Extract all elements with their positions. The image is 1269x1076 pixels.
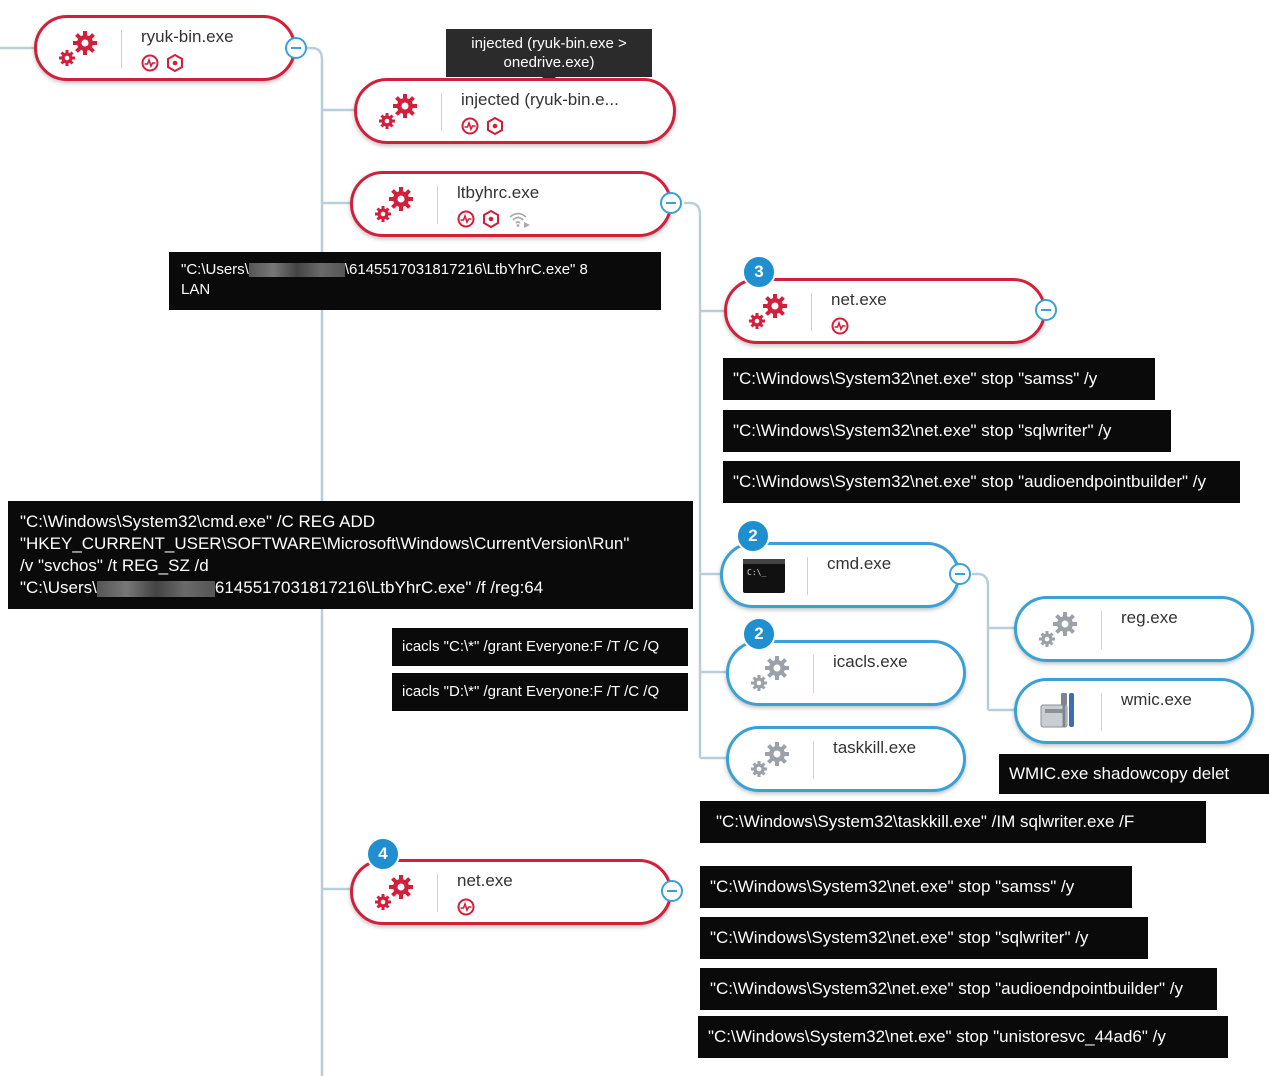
wifi-icon — [509, 212, 530, 228]
process-name: injected (ryuk-bin.e... — [461, 90, 619, 109]
icacls-command-line: icacls "C:\*" /grant Everyone:F /T /C /Q — [392, 628, 688, 666]
node-badges — [141, 52, 184, 74]
tools-icon — [1033, 689, 1083, 733]
process-name: cmd.exe — [827, 554, 892, 573]
process-node-cmd-exe[interactable]: C:\_ cmd.exe — [720, 542, 960, 608]
instance-count-badge: 2 — [736, 519, 770, 553]
process-name: wmic.exe — [1121, 690, 1192, 709]
redacted-username — [248, 263, 345, 278]
activity-icon — [141, 54, 159, 72]
node-separator — [811, 293, 812, 331]
collapse-toggle-net-exe[interactable] — [1035, 299, 1057, 321]
shield-icon — [167, 54, 183, 72]
command-text: "C:\Users\ — [181, 261, 249, 278]
command-text: /v "svchos" /t REG_SZ /d — [20, 556, 209, 575]
gear-pair-icon — [369, 182, 419, 226]
process-node-icacls-exe[interactable]: icacls.exe — [726, 640, 966, 706]
process-name: reg.exe — [1121, 608, 1178, 627]
collapse-toggle-cmd-exe[interactable] — [949, 563, 971, 585]
net-command-line: "C:\Windows\System32\net.exe" stop "sqlw… — [723, 410, 1171, 452]
gear-pair-icon — [53, 26, 103, 70]
process-node-ltbyhrc[interactable]: ltbyhrc.exe — [350, 171, 672, 237]
process-name: icacls.exe — [833, 652, 908, 671]
node-badges — [457, 896, 475, 918]
icacls-command-line: icacls "D:\*" /grant Everyone:F /T /C /Q — [392, 673, 688, 711]
instance-count-badge: 2 — [742, 617, 776, 651]
node-separator — [437, 186, 438, 224]
net-command-line: "C:\Windows\System32\net.exe" stop "sqlw… — [700, 917, 1148, 959]
collapse-toggle-ltbyhrc[interactable] — [660, 192, 682, 214]
process-node-injected[interactable]: injected (ryuk-bin.e... — [354, 78, 676, 144]
process-name: net.exe — [831, 290, 887, 309]
process-node-taskkill-exe[interactable]: taskkill.exe — [726, 726, 966, 792]
command-text: "HKEY_CURRENT_USER\SOFTWARE\Microsoft\Wi… — [20, 534, 630, 553]
net-command-line: "C:\Windows\System32\net.exe" stop "audi… — [700, 968, 1217, 1010]
node-separator — [1101, 693, 1102, 731]
process-node-reg-exe[interactable]: reg.exe — [1014, 596, 1254, 662]
redacted-username — [96, 580, 215, 597]
node-separator — [813, 741, 814, 779]
svg-text:C:\_: C:\_ — [747, 568, 766, 577]
net-command-line: "C:\Windows\System32\net.exe" stop "unis… — [698, 1016, 1228, 1058]
wmic-command-line: WMIC.exe shadowcopy delet — [999, 754, 1269, 794]
activity-icon — [831, 317, 849, 335]
instance-count-badge: 4 — [366, 837, 400, 871]
reg-add-command-line: "C:\Windows\System32\cmd.exe" /C REG ADD… — [8, 501, 693, 609]
node-separator — [441, 93, 442, 131]
gear-pair-icon — [745, 651, 795, 695]
tooltip-text: injected (ryuk-bin.exe > onedrive.exe) — [471, 35, 627, 71]
process-name: ltbyhrc.exe — [457, 183, 540, 202]
node-badges — [457, 208, 531, 230]
process-name: net.exe — [457, 871, 513, 890]
process-node-ryuk-bin[interactable]: ryuk-bin.exe — [34, 15, 296, 81]
gear-pair-icon — [369, 870, 419, 914]
net-command-line: "C:\Windows\System32\net.exe" stop "audi… — [723, 461, 1240, 503]
net-command-line: "C:\Windows\System32\net.exe" stop "sams… — [723, 358, 1155, 400]
node-separator — [437, 874, 438, 912]
shield-icon — [487, 117, 503, 135]
activity-icon — [457, 898, 475, 916]
process-name: taskkill.exe — [833, 738, 917, 757]
ltbyhrc-command-line: "C:\Users\ \6145517031817216\LtbYhrC.exe"… — [169, 252, 661, 310]
node-badges — [461, 115, 504, 137]
net-command-line: "C:\Windows\System32\net.exe" stop "sams… — [700, 866, 1132, 908]
node-separator — [121, 30, 122, 68]
gear-pair-icon — [745, 737, 795, 781]
terminal-icon: C:\_ — [739, 553, 789, 597]
node-separator — [807, 557, 808, 595]
activity-icon — [457, 210, 475, 228]
node-separator — [813, 655, 814, 693]
instance-count-badge: 3 — [742, 255, 776, 289]
node-badges — [831, 315, 849, 337]
command-text: "C:\Windows\System32\cmd.exe" /C REG ADD — [20, 512, 375, 531]
gear-pair-icon — [743, 289, 793, 333]
gear-pair-icon — [1033, 607, 1083, 651]
process-node-net-exe[interactable]: net.exe — [350, 859, 672, 925]
taskkill-command-line: "C:\Windows\System32\taskkill.exe" /IM s… — [700, 801, 1206, 843]
node-separator — [1101, 611, 1102, 649]
command-text: 6145517031817216\LtbYhrC.exe" /f /reg:64 — [214, 578, 544, 597]
process-node-wmic-exe[interactable]: wmic.exe — [1014, 678, 1254, 744]
command-text: "C:\Users\ — [20, 578, 97, 597]
command-text: \6145517031817216\LtbYhrC.exe" 8 — [344, 261, 588, 278]
process-name: ryuk-bin.exe — [141, 27, 234, 46]
gear-pair-icon — [373, 89, 423, 133]
collapse-toggle-ryuk-bin[interactable] — [285, 37, 307, 59]
collapse-toggle-net-exe[interactable] — [661, 880, 683, 902]
process-node-net-exe[interactable]: net.exe — [724, 278, 1046, 344]
command-text: LAN — [181, 281, 211, 298]
shield-icon — [483, 210, 499, 228]
injected-tooltip: injected (ryuk-bin.exe > onedrive.exe) — [446, 29, 652, 84]
activity-icon — [461, 117, 479, 135]
